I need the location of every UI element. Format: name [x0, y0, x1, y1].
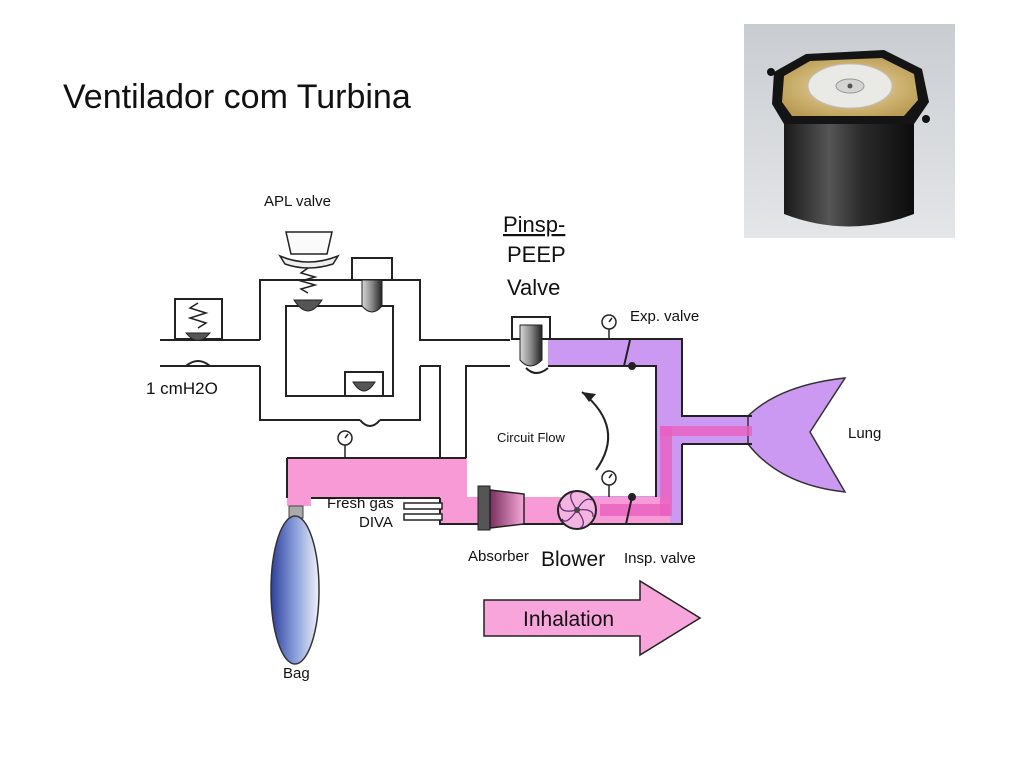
blower-icon	[557, 490, 597, 530]
blower-label: Blower	[541, 548, 605, 571]
diva-label: DIVA	[359, 514, 393, 531]
turbine-photo	[744, 24, 955, 238]
fresh-gas-inlets	[403, 502, 443, 521]
exp-valve-label: Exp. valve	[630, 308, 699, 325]
pinsp-label-line3: Valve	[507, 275, 560, 300]
slide-title: Ventilador com Turbina	[63, 78, 411, 116]
circuit-lines	[160, 279, 752, 525]
lung-label: Lung	[848, 425, 881, 442]
apl-valve	[278, 231, 340, 312]
pinsp-peep-valve	[511, 316, 551, 374]
circuit-flow-label: Circuit Flow	[497, 430, 566, 445]
pressure-relief-valve	[174, 298, 223, 367]
lower-check-valve	[344, 371, 384, 397]
bag-label: Bag	[283, 665, 310, 682]
apl-check-valve	[351, 257, 393, 313]
absorber-label: Absorber	[468, 548, 529, 565]
pressure-label: 1 cmH2O	[146, 379, 218, 398]
circuit-flow-arrowhead	[582, 392, 596, 402]
gauge-icon	[337, 314, 617, 497]
bag-icon	[270, 505, 320, 665]
inhalation-arrow	[483, 579, 702, 657]
pinsp-label-line2: PEEP	[507, 242, 566, 267]
fresh-gas-label: Fresh gas	[327, 495, 394, 512]
apl-dip	[359, 419, 381, 427]
apl-valve-label: APL valve	[264, 193, 331, 210]
circuit-flow-arrow	[581, 391, 610, 471]
valve-flaps	[623, 339, 636, 525]
absorber	[477, 485, 525, 531]
inhalation-label: Inhalation	[523, 608, 614, 631]
insp-valve-label: Insp. valve	[624, 550, 696, 567]
pinsp-label-line1: Pinsp-	[503, 212, 565, 237]
